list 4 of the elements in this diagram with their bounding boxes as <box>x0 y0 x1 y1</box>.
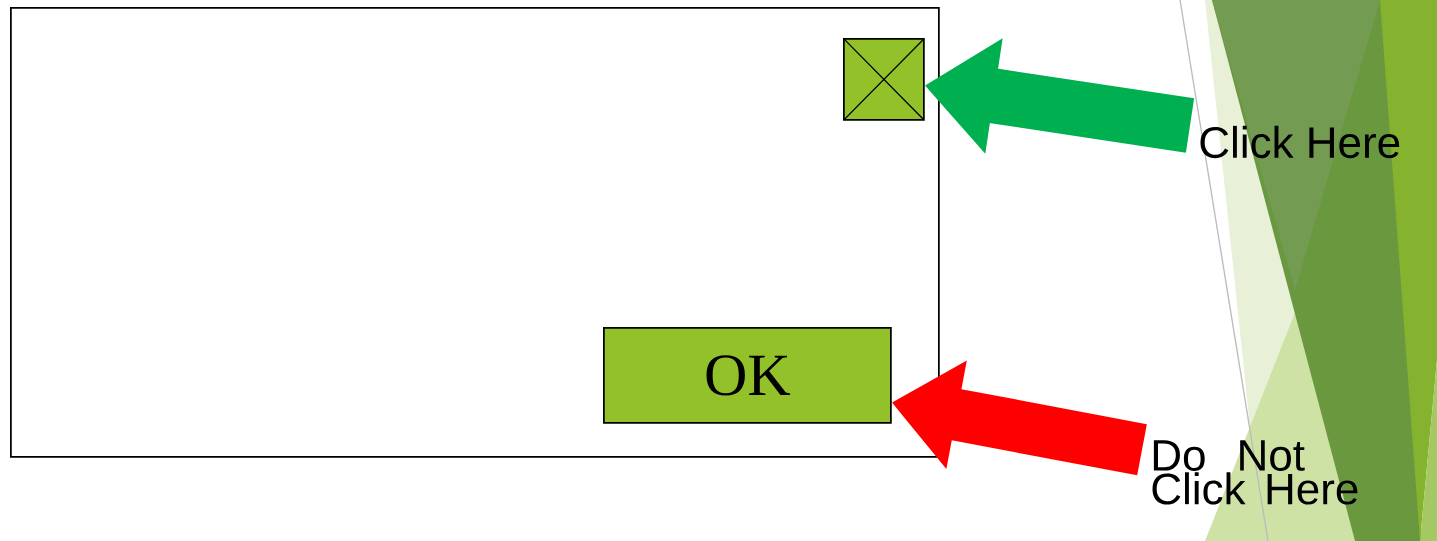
ok-button: OK <box>603 327 892 424</box>
callout-text: Do Not Click Here <box>1152 440 1358 505</box>
dialog-window <box>10 7 940 458</box>
close-button <box>843 38 925 121</box>
